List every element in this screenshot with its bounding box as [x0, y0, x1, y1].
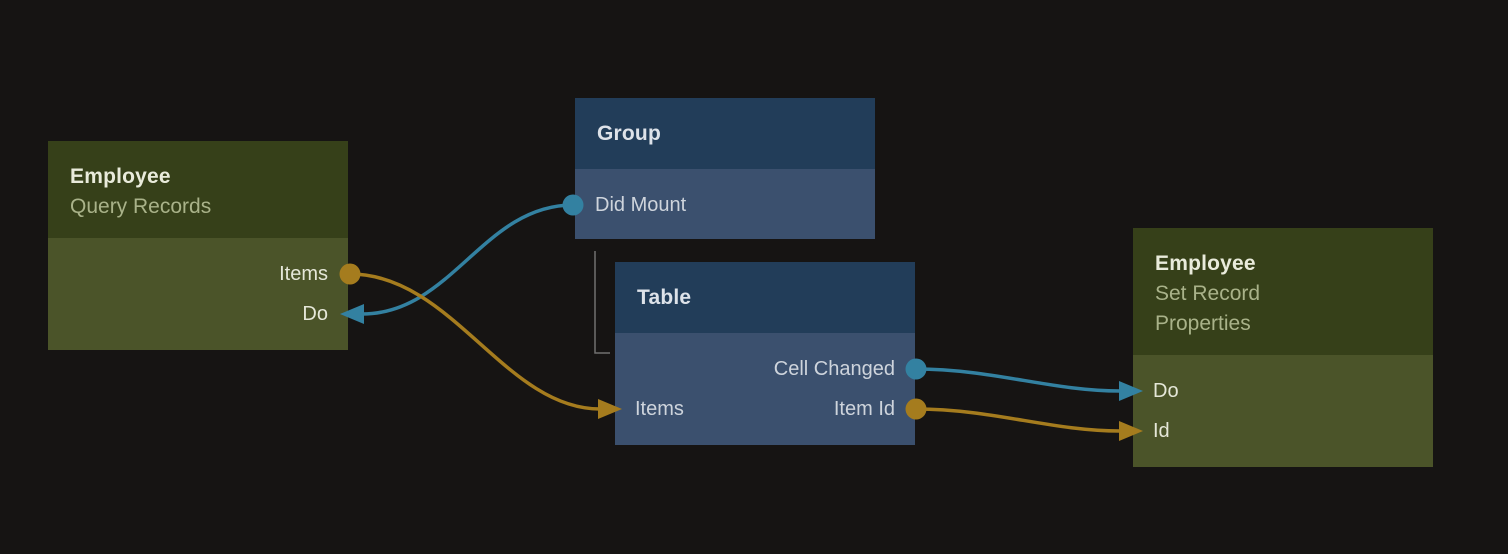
- port-row-do: Do: [48, 294, 348, 334]
- port-label-items: Items: [635, 398, 684, 420]
- node-title: Table: [637, 286, 692, 309]
- node-subtitle: Set Record Properties: [1155, 282, 1261, 335]
- port-row-id: Id: [1133, 411, 1433, 451]
- node-body: Do Id: [1133, 355, 1433, 467]
- node-header[interactable]: Group: [575, 98, 875, 169]
- node-group[interactable]: Group Did Mount: [575, 98, 875, 239]
- node-header[interactable]: Employee Set Record Properties: [1133, 228, 1433, 355]
- node-body: Cell Changed Items Item Id: [615, 333, 915, 445]
- node-body: Did Mount: [575, 169, 875, 239]
- node-employee-query-records[interactable]: Employee Query Records Items Do: [48, 141, 348, 350]
- port-label-cell-changed: Cell Changed: [773, 358, 895, 380]
- wire-cellchanged-to-do[interactable]: [914, 367, 1122, 393]
- node-header[interactable]: Employee Query Records: [48, 141, 348, 238]
- port-row-do: Do: [1133, 371, 1433, 411]
- node-subtitle: Query Records: [70, 195, 212, 218]
- wire-didmount-to-do[interactable]: [360, 203, 575, 316]
- port-label-id: Id: [1153, 420, 1170, 442]
- port-label-do: Do: [302, 303, 328, 325]
- node-table[interactable]: Table Cell Changed Items Item Id: [615, 262, 915, 445]
- port-label-items: Items: [279, 263, 328, 285]
- port-label-do: Do: [1153, 380, 1179, 402]
- node-title: Employee: [1155, 252, 1256, 275]
- port-row-did-mount: Did Mount: [575, 185, 875, 225]
- port-label-did-mount: Did Mount: [595, 194, 687, 216]
- node-title: Group: [597, 122, 661, 145]
- wire-items-to-items[interactable]: [348, 272, 602, 411]
- node-body: Items Do: [48, 238, 348, 350]
- node-employee-set-record-properties[interactable]: Employee Set Record Properties Do Id: [1133, 228, 1433, 467]
- port-row-items: Items: [48, 254, 348, 294]
- wire-itemid-to-id[interactable]: [914, 407, 1122, 433]
- group-table-hierarchy-line: [594, 251, 610, 354]
- port-row-items-itemid: Items Item Id: [615, 389, 915, 429]
- port-label-item-id: Item Id: [833, 398, 895, 420]
- port-row-cell-changed: Cell Changed: [615, 349, 915, 389]
- node-header[interactable]: Table: [615, 262, 915, 333]
- node-title: Employee: [70, 165, 171, 188]
